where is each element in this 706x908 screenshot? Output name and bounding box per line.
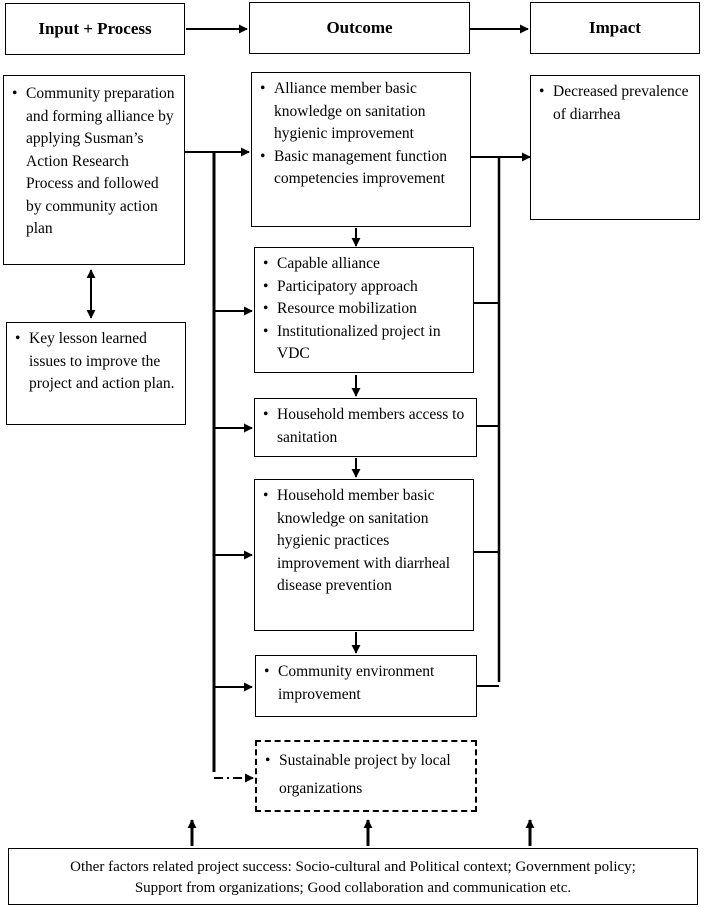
outcome-box-4: Household member basic knowledge on sani… [254, 479, 474, 631]
outcome-box-2: Capable alliance Participatory approach … [254, 247, 474, 373]
input-box: Community preparation and forming allian… [3, 75, 185, 265]
outcome-item: Institutionalized project in VDC [263, 321, 465, 366]
outcome-item: Community environment improvement [264, 661, 468, 706]
outcome-box-3: Household members access to sanitation [254, 398, 477, 457]
outcome-item: Household members access to sanitation [263, 404, 468, 449]
outcome-item: Participatory approach [263, 276, 465, 299]
outcome-box-5: Community environment improvement [255, 655, 477, 717]
sustainable-item: Sustainable project by local organizatio… [265, 747, 467, 803]
header-impact-label: Impact [589, 18, 641, 37]
header-outcome: Outcome [249, 2, 470, 54]
input-item: Community preparation and forming allian… [12, 83, 176, 241]
other-factors-line-2: Support from organizations; Good collabo… [134, 880, 572, 896]
outcome-item: Capable alliance [263, 253, 465, 276]
lesson-box: Key lesson learned issues to improve the… [6, 322, 186, 425]
outcome-item: Household member basic knowledge on sani… [263, 485, 465, 598]
other-factors-line-1: Other factors related project success: S… [70, 859, 636, 875]
header-input-process: Input + Process [5, 3, 185, 55]
impact-box: Decreased prevalence of diarrhea [530, 75, 700, 220]
other-factors-box: Other factors related project success: S… [8, 848, 698, 905]
header-input-process-label: Input + Process [38, 19, 152, 38]
sustainable-box: Sustainable project by local organizatio… [255, 740, 477, 812]
outcome-item: Alliance member basic knowledge on sanit… [260, 78, 462, 146]
header-impact: Impact [530, 2, 700, 54]
outcome-item: Basic management function competencies i… [260, 146, 462, 191]
lesson-item: Key lesson learned issues to improve the… [15, 328, 177, 396]
impact-item: Decreased prevalence of diarrhea [539, 81, 691, 126]
header-outcome-label: Outcome [326, 18, 393, 37]
outcome-item: Resource mobilization [263, 298, 465, 321]
outcome-box-1: Alliance member basic knowledge on sanit… [251, 72, 471, 227]
